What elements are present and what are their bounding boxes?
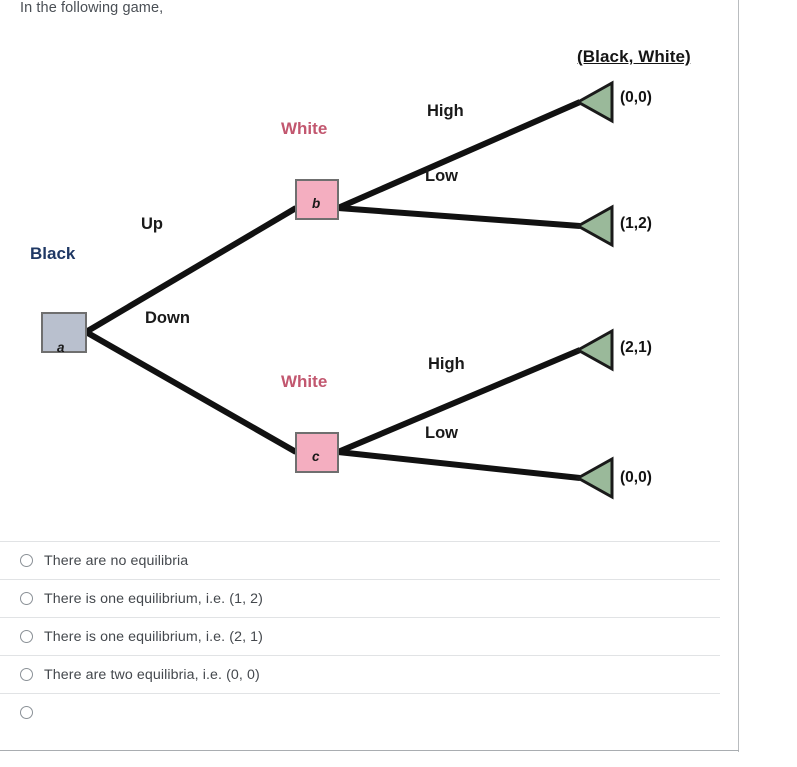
node-label-b: b: [312, 196, 321, 211]
radio-button-icon[interactable]: [20, 706, 33, 719]
player-label-black: Black: [30, 244, 76, 263]
game-tree-diagram: (Black, White) Black White White a b c U…: [0, 30, 738, 540]
decision-node-a[interactable]: [41, 312, 87, 353]
payoff-triangle-4: [574, 456, 614, 500]
decision-node-b[interactable]: [295, 179, 339, 220]
node-label-c: c: [312, 449, 320, 464]
action-label-low-upper: Low: [425, 167, 458, 185]
player-label-white-lower: White: [281, 372, 328, 391]
panel-bottom-divider: [0, 750, 739, 751]
edge-c-high: [336, 347, 582, 455]
payoff-triangle-3: [574, 328, 614, 372]
answer-option-1[interactable]: There are no equilibria: [0, 541, 720, 579]
answer-option-label: There are no equilibria: [44, 552, 189, 569]
action-label-down: Down: [145, 309, 190, 327]
action-label-high-upper: High: [427, 102, 464, 120]
decision-node-c[interactable]: [295, 432, 339, 473]
answer-option-3[interactable]: There is one equilibrium, i.e. (2, 1): [0, 617, 720, 655]
radio-button-icon[interactable]: [20, 592, 33, 605]
payoff-triangle-2: [574, 204, 614, 248]
payoff-label-3: (2,1): [620, 339, 652, 356]
edge-c-low: [337, 449, 581, 481]
action-label-up: Up: [141, 215, 163, 233]
answer-option-4[interactable]: There are two equilibria, i.e. (0, 0): [0, 655, 720, 693]
radio-button-icon[interactable]: [20, 554, 33, 567]
panel-right-divider: [738, 0, 739, 752]
action-label-low-lower: Low: [425, 424, 458, 442]
action-label-high-lower: High: [428, 355, 465, 373]
answer-option-5[interactable]: [0, 693, 720, 731]
answer-options-list: There are no equilibria There is one equ…: [0, 541, 720, 731]
payoff-label-2: (1,2): [620, 215, 652, 232]
edge-b-low: [337, 205, 581, 229]
answer-option-label: There is one equilibrium, i.e. (1, 2): [44, 590, 263, 607]
edge-a-to-b-up: [84, 205, 298, 335]
game-tree-svg: [41, 80, 614, 500]
player-label-white-upper: White: [281, 119, 328, 138]
payoff-triangle-1: [574, 80, 614, 124]
answer-option-label: There are two equilibria, i.e. (0, 0): [44, 666, 260, 683]
payoff-header-label: (Black, White): [577, 47, 691, 66]
question-prompt: In the following game,: [20, 0, 164, 16]
answer-option-label: There is one equilibrium, i.e. (2, 1): [44, 628, 263, 645]
payoff-label-1: (0,0): [620, 89, 652, 106]
payoff-label-4: (0,0): [620, 469, 652, 486]
radio-button-icon[interactable]: [20, 630, 33, 643]
radio-button-icon[interactable]: [20, 668, 33, 681]
edge-a-to-c-down: [84, 329, 298, 455]
answer-option-2[interactable]: There is one equilibrium, i.e. (1, 2): [0, 579, 720, 617]
node-label-a: a: [57, 340, 65, 355]
edge-b-high: [336, 99, 582, 211]
